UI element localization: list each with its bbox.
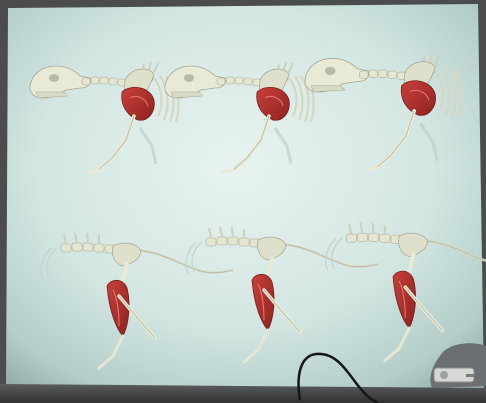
projection-photo xyxy=(0,0,486,403)
